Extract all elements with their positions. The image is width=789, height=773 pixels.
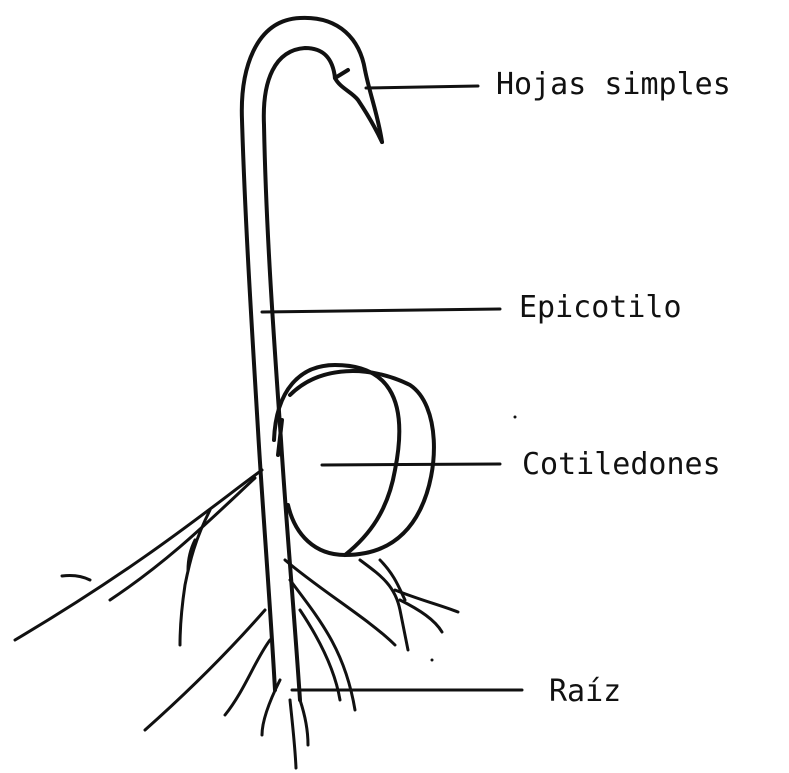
roots [15,470,458,768]
cotyledons [274,365,434,555]
label-cotiledones: Cotiledones [522,450,721,480]
label-epicotilo: Epicotilo [519,293,682,323]
label-raiz: Raíz [549,677,621,707]
stem [242,18,382,700]
label-hojas-simples: Hojas simples [496,70,731,100]
